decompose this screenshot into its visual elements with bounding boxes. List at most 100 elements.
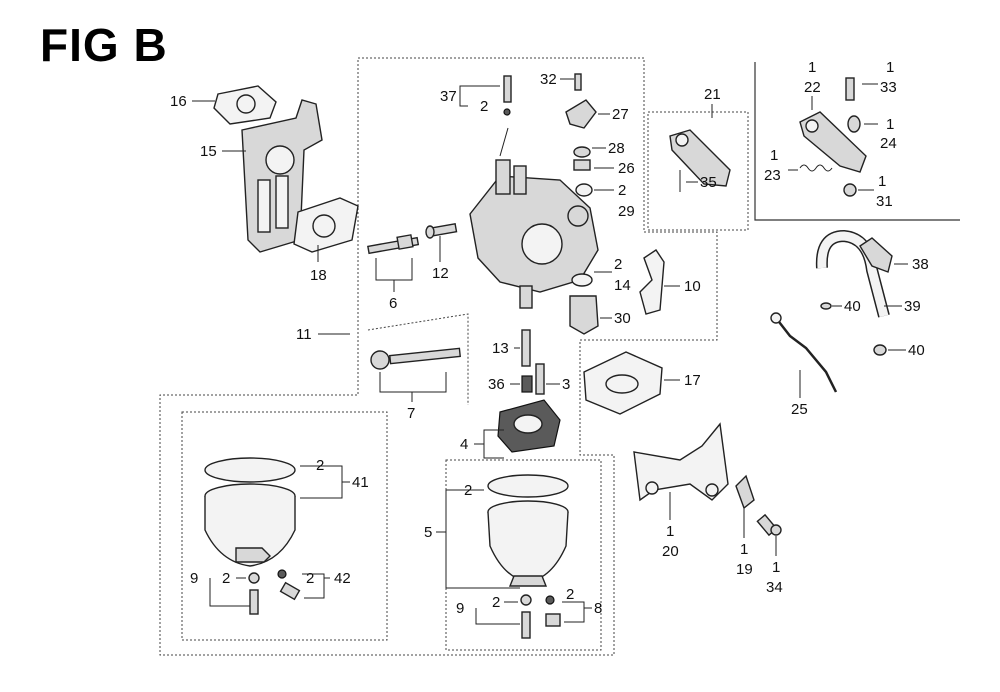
callout-12: 12 xyxy=(432,265,449,282)
leader-lines xyxy=(192,78,908,625)
lever-kit-frame xyxy=(647,111,749,231)
choke-screw-part-7 xyxy=(370,347,461,370)
callout-38: 38 xyxy=(912,256,929,273)
callout-35: 35 xyxy=(700,174,717,191)
callout-9a: 9 xyxy=(190,570,198,587)
callout-33: 33 xyxy=(880,79,897,96)
callout-42: 42 xyxy=(334,570,351,587)
cover-part-27 xyxy=(565,99,597,129)
float-part-30 xyxy=(569,295,599,335)
spring-part-28 xyxy=(573,146,591,158)
callout-6: 6 xyxy=(389,295,397,312)
drain-bolt-part-8 xyxy=(545,595,561,627)
callout-16: 16 xyxy=(170,93,187,110)
screw-part-37 xyxy=(503,75,512,116)
callout-9a-qty: 2 xyxy=(222,570,230,587)
carburetor-body xyxy=(469,127,599,309)
callout-22-qty: 1 xyxy=(808,59,816,76)
callout-14: 14 xyxy=(614,277,631,294)
callout-9b: 9 xyxy=(456,600,464,617)
callout-20-qty: 1 xyxy=(666,523,674,540)
callout-labels: 16 15 18 11 37 2 32 27 28 26 2 29 12 6 2… xyxy=(170,59,929,617)
jet-part-13 xyxy=(521,329,531,367)
callout-42-qty: 2 xyxy=(306,570,314,587)
callout-5-qty: 2 xyxy=(464,482,472,499)
callout-39: 39 xyxy=(904,298,921,315)
callout-29-qty: 2 xyxy=(618,182,626,199)
float-chamber-seal-part-4 xyxy=(497,399,561,453)
callout-41: 41 xyxy=(352,474,369,491)
screw-part-12 xyxy=(425,222,458,239)
valve-part-26 xyxy=(573,159,591,171)
choke-rod-part-25 xyxy=(770,312,838,393)
callout-26: 26 xyxy=(618,160,635,177)
needle-part-3 xyxy=(535,363,545,395)
callout-40a: 40 xyxy=(844,298,861,315)
callout-31: 31 xyxy=(876,193,893,210)
callout-14-qty: 2 xyxy=(614,256,622,273)
bolt-part-34 xyxy=(756,513,782,537)
callout-19: 19 xyxy=(736,561,753,578)
callout-23: 23 xyxy=(764,167,781,184)
callout-8: 8 xyxy=(594,600,602,617)
tube-clip-part-38 xyxy=(859,237,893,273)
clip-part-19 xyxy=(735,474,755,510)
callout-40b: 40 xyxy=(908,342,925,359)
governor-kit-frame xyxy=(754,62,960,221)
callout-15: 15 xyxy=(200,143,217,160)
drain-screw-part-9a xyxy=(248,572,260,615)
callout-37-qty: 2 xyxy=(480,98,488,115)
callout-10: 10 xyxy=(684,278,701,295)
callout-5: 5 xyxy=(424,524,432,541)
callout-28: 28 xyxy=(608,140,625,157)
float-bowl-part-5 xyxy=(487,474,569,587)
callout-33-qty: 1 xyxy=(886,59,894,76)
screw-part-6 xyxy=(367,234,420,255)
gasket-part-16 xyxy=(213,85,277,125)
bolt-part-33 xyxy=(845,77,855,101)
callout-27: 27 xyxy=(612,106,629,123)
callout-30: 30 xyxy=(614,310,631,327)
callout-34-qty: 1 xyxy=(772,559,780,576)
tube-clamp-part-40a xyxy=(820,302,832,310)
float-pin-part-10 xyxy=(639,249,665,315)
oring-part-29 xyxy=(575,183,593,197)
callout-31-qty: 1 xyxy=(878,173,886,190)
gasket-part-17 xyxy=(583,351,663,415)
callout-22: 22 xyxy=(804,79,821,96)
callout-9b-qty: 2 xyxy=(492,594,500,611)
callout-25: 25 xyxy=(791,401,808,418)
callout-24: 24 xyxy=(880,135,897,152)
callout-37: 37 xyxy=(440,88,457,105)
insulator-part-15 xyxy=(241,99,323,253)
callout-36: 36 xyxy=(488,376,505,393)
oring-part-14 xyxy=(571,273,593,287)
callout-7: 7 xyxy=(407,405,415,422)
carburetor-assembly-frame xyxy=(159,57,718,656)
figure-title: FIG B xyxy=(40,19,168,71)
float-bowl-part-41 xyxy=(204,457,296,567)
callout-34: 34 xyxy=(766,579,783,596)
bracket-part-20 xyxy=(633,422,729,502)
callout-17: 17 xyxy=(684,372,701,389)
gasket-part-18 xyxy=(293,197,359,253)
jet-part-36 xyxy=(521,375,533,393)
callout-19-qty: 1 xyxy=(740,541,748,558)
callout-41-qty: 2 xyxy=(316,457,324,474)
screw-part-32 xyxy=(574,73,582,91)
callout-24-qty: 1 xyxy=(886,116,894,133)
callout-21: 21 xyxy=(704,86,721,103)
callout-20: 20 xyxy=(662,543,679,560)
callout-32: 32 xyxy=(540,71,557,88)
callout-11: 11 xyxy=(296,326,312,343)
tube-clamp-part-40b xyxy=(873,344,887,356)
callout-13: 13 xyxy=(492,340,509,357)
choke-kit-frame xyxy=(367,313,469,405)
callout-23-qty: 1 xyxy=(770,147,778,164)
bowl-kit-frame-b xyxy=(445,459,602,651)
governor-lever-part-22 xyxy=(799,111,867,173)
bowl-kit-frame-a xyxy=(181,411,388,641)
drain-bolt-part-42 xyxy=(277,569,301,601)
